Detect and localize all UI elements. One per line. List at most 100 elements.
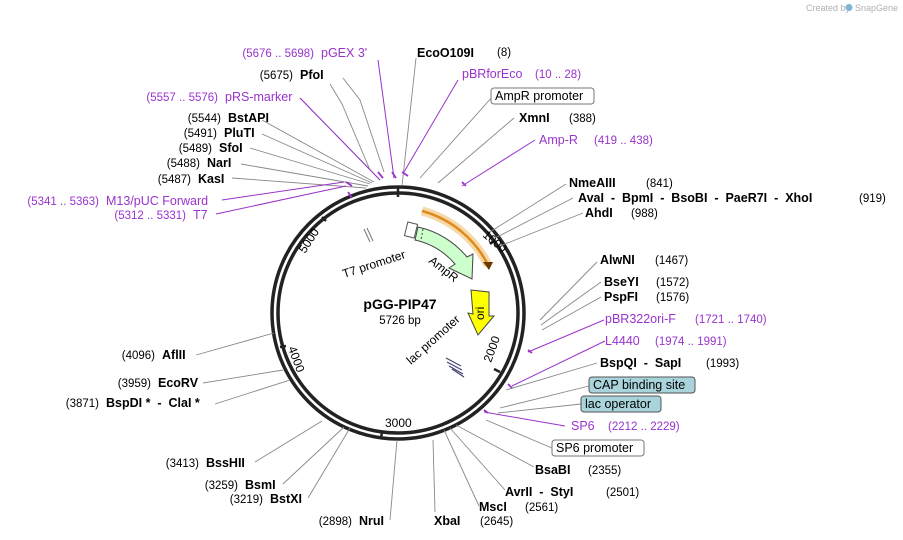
site-pfoi[interactable]: (5675) PfoI xyxy=(260,68,324,82)
svg-text:(2212 .. 2229): (2212 .. 2229) xyxy=(608,421,680,433)
svg-text:AvrII - StyI: AvrII - StyI xyxy=(505,485,573,499)
svg-text:(5341 .. 5363): (5341 .. 5363) xyxy=(27,196,99,208)
site-bspdi-clai[interactable]: (3871) BspDI * - ClaI * xyxy=(66,396,200,410)
tick-label-2000: 2000 xyxy=(481,334,503,364)
primer-t7[interactable]: (5312 .. 5331) T7 xyxy=(114,208,207,222)
site-kasi[interactable]: (5487) KasI xyxy=(158,172,225,186)
svg-text:AmpR promoter: AmpR promoter xyxy=(495,89,583,103)
svg-text:CAP binding site: CAP binding site xyxy=(593,378,685,392)
svg-text:(2898): (2898) xyxy=(319,516,352,528)
site-nmeaiii[interactable]: NmeAIII (841) xyxy=(569,176,673,190)
site-sfoi[interactable]: (5489) SfoI xyxy=(179,141,243,155)
svg-text:(1974 .. 1991): (1974 .. 1991) xyxy=(655,336,727,348)
svg-text:(5491): (5491) xyxy=(184,128,217,140)
svg-text:BstAPI: BstAPI xyxy=(228,111,269,125)
t7-promoter-label: T7 promoter xyxy=(341,247,407,281)
svg-text:BseYI: BseYI xyxy=(604,275,639,289)
svg-text:(5557 .. 5576): (5557 .. 5576) xyxy=(146,92,218,104)
site-aflii[interactable]: (4096) AflII xyxy=(122,348,186,362)
site-avrii-styi[interactable]: AvrII - StyI (2501) xyxy=(505,485,639,499)
svg-text:pRS-marker: pRS-marker xyxy=(225,90,292,104)
ampr-dash xyxy=(420,228,424,241)
credit-prefix: Created by xyxy=(806,3,851,13)
svg-text:(5488): (5488) xyxy=(167,158,200,170)
svg-text:BsmI: BsmI xyxy=(245,478,276,492)
site-bseyi[interactable]: BseYI (1572) xyxy=(604,275,689,289)
primer-prs-marker[interactable]: (5557 .. 5576) pRS-marker xyxy=(146,90,292,104)
plasmid-name: pGG-PIP47 xyxy=(363,296,436,312)
svg-text:(988): (988) xyxy=(631,208,658,220)
svg-text:SP6 promoter: SP6 promoter xyxy=(556,441,633,455)
svg-text:(2645): (2645) xyxy=(480,516,513,528)
ori-feature-arrow xyxy=(467,289,496,336)
svg-text:lac operator: lac operator xyxy=(585,397,651,411)
cap-binding-site-box[interactable]: CAP binding site xyxy=(588,376,696,394)
tick-2000 xyxy=(493,367,501,374)
site-bstapi[interactable]: (5544) BstAPI xyxy=(188,111,269,125)
leader-lines xyxy=(195,57,602,521)
svg-text:(3413): (3413) xyxy=(166,458,199,470)
svg-text:KasI: KasI xyxy=(198,172,224,186)
primer-sp6[interactable]: SP6 (2212 .. 2229) xyxy=(571,419,680,433)
svg-text:(5312 .. 5331): (5312 .. 5331) xyxy=(114,210,186,222)
svg-text:T7: T7 xyxy=(193,208,208,222)
svg-text:BspDI * - ClaI *: BspDI * - ClaI * xyxy=(106,396,200,410)
svg-text:EcoO109I: EcoO109I xyxy=(417,46,474,60)
site-bsabi[interactable]: BsaBI (2355) xyxy=(535,463,621,477)
site-bsshii[interactable]: (3413) BssHII xyxy=(166,456,245,470)
svg-text:(419 .. 438): (419 .. 438) xyxy=(594,135,653,147)
primer-labels: (5676 .. 5698) pGEX 3' pBRforEco (10 .. … xyxy=(27,46,766,433)
svg-text:BssHII: BssHII xyxy=(206,456,245,470)
svg-text:(4096): (4096) xyxy=(122,350,155,362)
svg-text:AlwNI: AlwNI xyxy=(600,253,635,267)
site-ecoo109i[interactable]: EcoO109I (8) xyxy=(417,46,511,60)
tick-4000 xyxy=(279,344,287,349)
site-bsmi[interactable]: (3259) BsmI xyxy=(205,478,276,492)
site-alwni[interactable]: AlwNI (1467) xyxy=(600,253,688,267)
site-nari[interactable]: (5488) NarI xyxy=(167,156,232,170)
site-ecorv[interactable]: (3959) EcoRV xyxy=(118,376,199,390)
tick-label-5000: 5000 xyxy=(296,225,322,255)
svg-text:Amp-R: Amp-R xyxy=(539,133,578,147)
primer-amp-r[interactable]: Amp-R (419 .. 438) xyxy=(539,133,653,147)
svg-text:BstXI: BstXI xyxy=(270,492,302,506)
site-pluti[interactable]: (5491) PluTI xyxy=(184,126,255,140)
primer-l4440[interactable]: L4440 (1974 .. 1991) xyxy=(605,334,727,348)
t7-promoter-marker-b xyxy=(366,227,374,242)
primer-pgex3[interactable]: (5676 .. 5698) pGEX 3' xyxy=(242,46,367,60)
enzyme-sites-left: (5675) PfoI (5544) BstAPI (5491) PluTI (… xyxy=(66,68,384,528)
svg-text:PspFI: PspFI xyxy=(604,290,638,304)
site-ahdi[interactable]: AhdI (988) xyxy=(585,206,658,220)
svg-text:(3871): (3871) xyxy=(66,398,99,410)
svg-text:(3219): (3219) xyxy=(230,494,263,506)
site-pspfi[interactable]: PspFI (1576) xyxy=(604,290,689,304)
svg-text:AflII: AflII xyxy=(162,348,186,362)
site-bstxi[interactable]: (3219) BstXI xyxy=(230,492,302,506)
primer-pbrforeco[interactable]: pBRforEco (10 .. 28) xyxy=(462,67,581,81)
svg-text:(1467): (1467) xyxy=(655,255,688,267)
ampr-promoter-box[interactable]: AmpR promoter xyxy=(490,87,595,105)
site-msci[interactable]: MscI (2561) xyxy=(479,500,558,514)
svg-text:AhdI: AhdI xyxy=(585,206,613,220)
primer-m13-puc-forward[interactable]: (5341 .. 5363) M13/pUC Forward xyxy=(27,194,208,208)
sp6-promoter-box[interactable]: SP6 promoter xyxy=(551,439,645,457)
site-bspqi-sapi[interactable]: BspQI - SapI (1993) xyxy=(600,356,739,370)
site-xmni[interactable]: XmnI (388) xyxy=(519,111,596,125)
svg-text:MscI: MscI xyxy=(479,500,507,514)
site-avai-group[interactable]: AvaI - BpmI - BsoBI - PaeR7I - XhoI (919… xyxy=(578,191,886,205)
primer-arrows xyxy=(345,171,533,414)
svg-text:pBR322ori-F: pBR322ori-F xyxy=(605,312,676,326)
plasmid-length: 5726 bp xyxy=(379,315,421,327)
svg-text:SfoI: SfoI xyxy=(219,141,243,155)
site-nrui[interactable]: (2898) NruI xyxy=(319,514,384,528)
svg-text:(1576): (1576) xyxy=(656,292,689,304)
svg-text:NmeAIII: NmeAIII xyxy=(569,176,616,190)
site-xbai[interactable]: XbaI (2645) xyxy=(434,514,513,528)
lac-operator-box[interactable]: lac operator xyxy=(580,395,662,413)
tick-1000 xyxy=(489,239,496,245)
svg-text:pGEX 3': pGEX 3' xyxy=(321,46,367,60)
svg-text:(3259): (3259) xyxy=(205,480,238,492)
primer-pbr322ori-f[interactable]: pBR322ori-F (1721 .. 1740) xyxy=(605,312,767,326)
svg-text:(5675): (5675) xyxy=(260,70,293,82)
